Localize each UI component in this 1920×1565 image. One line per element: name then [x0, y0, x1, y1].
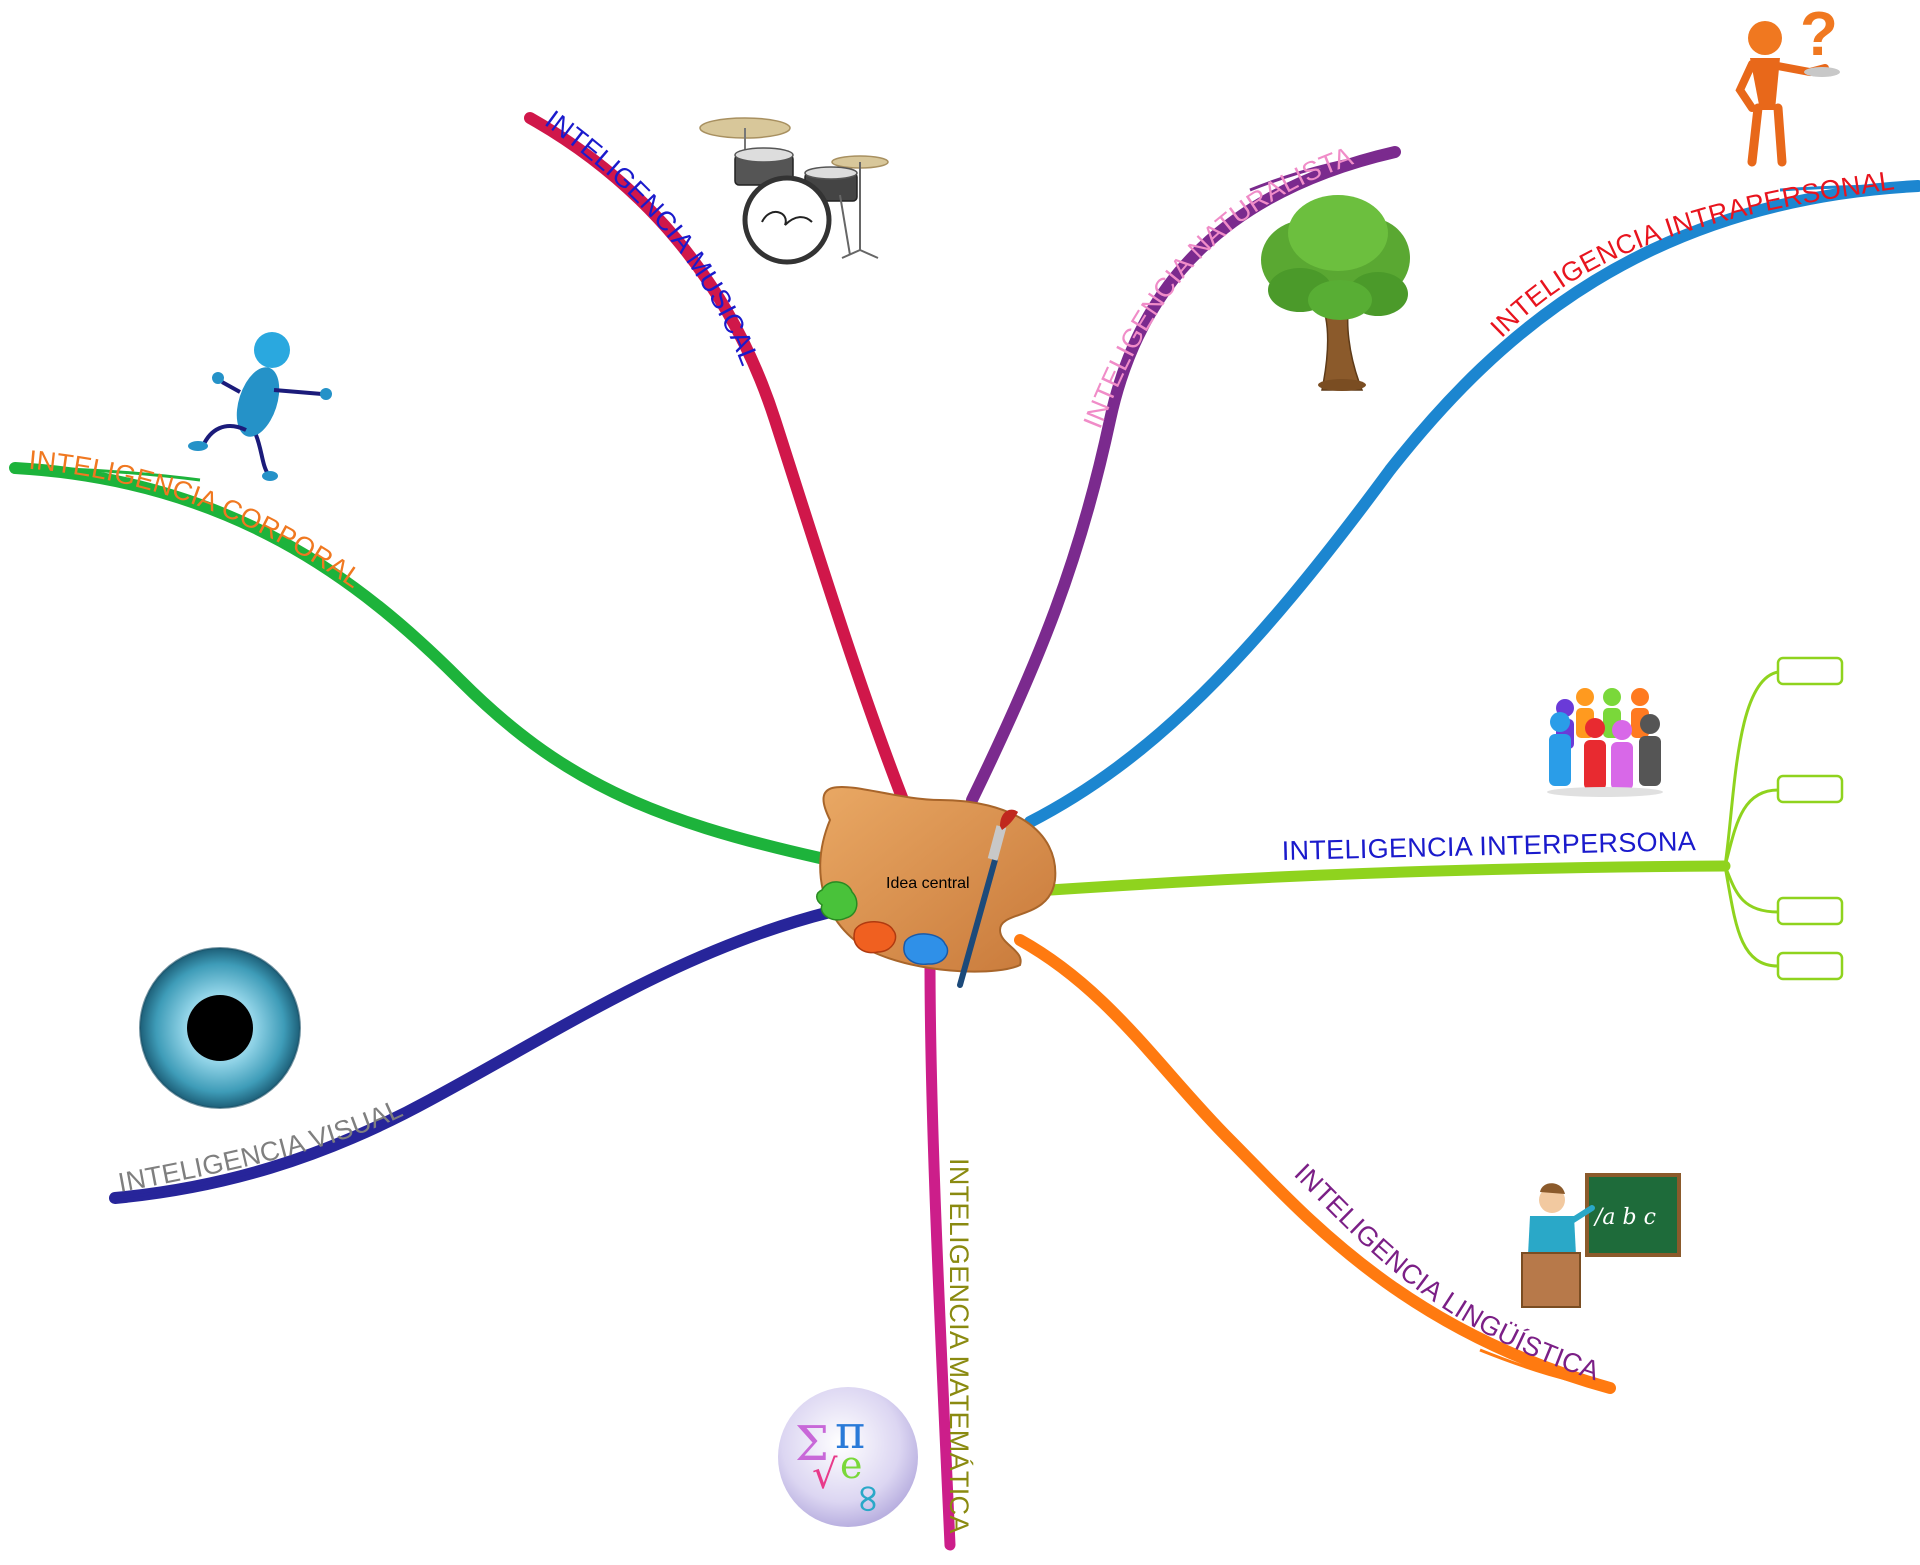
- branch-line-naturalista-tail: [1249, 150, 1396, 192]
- blue-paint-icon: [903, 933, 949, 966]
- branch-label-musical[interactable]: INTELIGENCIA MUSICAL: [540, 105, 765, 370]
- branch-label-corporal[interactable]: INTELIGENCIA CORPORAL: [28, 445, 368, 594]
- branch-line-visual-tail: [114, 1168, 261, 1200]
- running-figure-icon: [188, 332, 332, 481]
- svg-text:Σ: Σ: [795, 1416, 829, 1472]
- orange-paint-icon: [853, 921, 897, 954]
- central-node[interactable]: Idea central: [816, 786, 1057, 988]
- people-group-icon: [1547, 688, 1663, 797]
- svg-text:?: ?: [1800, 0, 1838, 69]
- sub-node-2[interactable]: [1776, 774, 1844, 804]
- branch-line-linguistica-tail: [1479, 1348, 1611, 1390]
- svg-text:e: e: [840, 1443, 863, 1487]
- svg-text:π: π: [835, 1405, 865, 1459]
- eye-icon: [139, 947, 301, 1109]
- branch-line-corporal: [9, 462, 826, 864]
- svg-text:∞: ∞: [846, 1482, 892, 1515]
- central-label: Idea central: [886, 875, 970, 892]
- sub-node-4[interactable]: [1776, 951, 1844, 981]
- sub-node-3[interactable]: [1776, 896, 1844, 926]
- svg-text:√: √: [812, 1452, 838, 1498]
- paintbrush-icon: [957, 809, 1018, 988]
- teacher-board-icon: /a b c: [1521, 1173, 1681, 1308]
- question-figure-icon: ?: [1735, 0, 1840, 167]
- board-text: /a b c: [1593, 1205, 1656, 1230]
- branch-line-intrapersonal-tail: [1779, 184, 1919, 192]
- branch-line-matematica-tail: [944, 1399, 952, 1546]
- branch-label-visual[interactable]: INTELIGENCIA VISUAL: [116, 1093, 407, 1198]
- branch-line-matematica: [924, 954, 956, 1551]
- tree-icon: [1261, 195, 1410, 391]
- branch-line-naturalista: [966, 146, 1401, 806]
- branch-line-musical-tail: [529, 116, 601, 162]
- branch-label-matematica[interactable]: INTELIGENCIA MATEMÁTICA: [944, 1158, 974, 1534]
- branch-line-musical: [524, 112, 911, 811]
- math-symbols-icon: Σ π √ e ∞: [778, 1387, 918, 1527]
- branch-line-interpersonal: [1014, 860, 1731, 898]
- branch-line-linguistica: [1014, 934, 1616, 1394]
- branch-line-intrapersonal: [1024, 180, 1920, 828]
- interpersonal-sub-branches: [1723, 656, 1844, 981]
- branch-line-corporal-tail: [14, 466, 201, 482]
- sub-node-1[interactable]: [1776, 656, 1844, 686]
- drum-kit-icon: [699, 117, 889, 265]
- green-paint-icon: [816, 881, 858, 921]
